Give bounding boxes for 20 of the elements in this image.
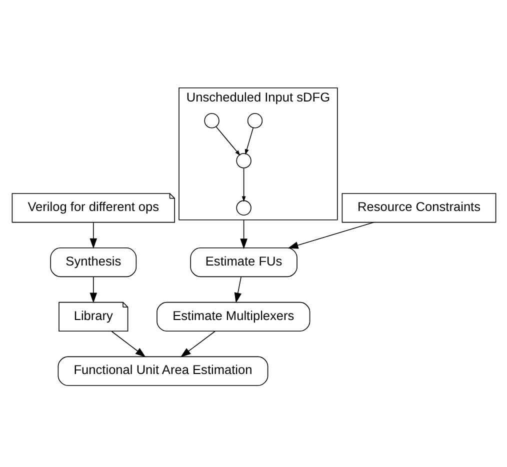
arrow bbox=[287, 222, 374, 249]
node-circle bbox=[204, 113, 219, 128]
node-box: Estimate Multiplexers bbox=[156, 302, 310, 332]
cluster: Unscheduled Input sDFG bbox=[178, 88, 338, 220]
arrow bbox=[89, 222, 97, 249]
node-box: Estimate FUs bbox=[190, 248, 297, 278]
node-box: Functional Unit Area Estimation bbox=[57, 356, 268, 386]
arrow bbox=[89, 276, 97, 304]
arrow bbox=[241, 168, 246, 202]
arrow bbox=[110, 330, 146, 358]
arrow bbox=[180, 330, 215, 358]
arrow bbox=[215, 126, 240, 156]
node-box: Resource Constraints bbox=[341, 193, 496, 223]
node-box: Synthesis bbox=[50, 248, 136, 278]
node-circle bbox=[236, 153, 251, 168]
arrow bbox=[244, 127, 254, 155]
node-circle bbox=[246, 113, 262, 128]
arrow bbox=[234, 276, 241, 304]
node-circle bbox=[236, 200, 251, 216]
arrow bbox=[240, 220, 247, 250]
